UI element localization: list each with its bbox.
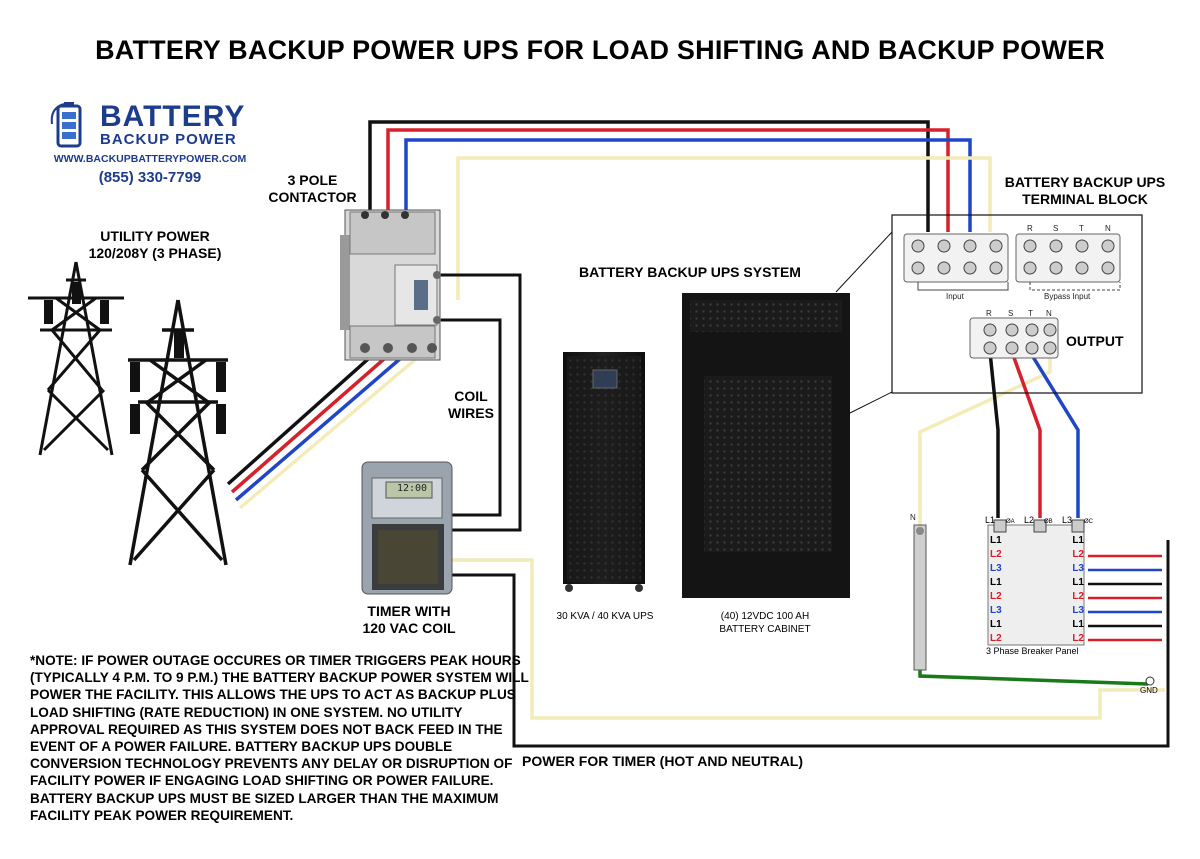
coil-label-2: WIRES — [448, 405, 494, 421]
neutral-label: N — [910, 513, 916, 522]
panel-l3: L3 — [1062, 515, 1073, 525]
terminal-label: BATTERY BACKUP UPS TERMINAL BLOCK — [990, 174, 1180, 208]
bypass-input-label: Bypass Input — [1044, 292, 1091, 301]
logo-url: WWW.BACKUPBATTERYPOWER.COM — [53, 153, 247, 165]
breaker-right: L3 — [1072, 563, 1084, 574]
contactor-to-ups-wires — [368, 120, 992, 300]
utility-tower-left — [28, 261, 124, 456]
timer-power-wires — [452, 540, 1170, 748]
ups-system-label: BATTERY BACKUP UPS SYSTEM — [579, 264, 801, 280]
timer-power-label: POWER FOR TIMER (HOT AND NEUTRAL) — [522, 753, 804, 769]
utility-label-1: UTILITY POWER — [100, 228, 210, 244]
coil-label: COIL WIRES — [436, 388, 506, 422]
breaker-row: L2 L2 — [990, 633, 1084, 647]
breaker-left: L2 — [990, 633, 1002, 644]
breaker-row: L1 L1 — [990, 577, 1084, 591]
timer-display: 12:00 — [396, 483, 428, 494]
breaker-left: L3 — [990, 563, 1002, 574]
ups-cabinet — [563, 352, 645, 592]
terminal-label-1: BATTERY BACKUP UPS — [1004, 174, 1166, 190]
timer-label-2: 120 VAC COIL — [362, 620, 456, 636]
breaker-row: L2 L2 — [990, 591, 1084, 605]
breaker-left: L1 — [990, 535, 1002, 546]
contactor-label-1: 3 POLE — [287, 172, 338, 188]
coil-wires — [440, 273, 522, 532]
ups-model-label: 30 KVA / 40 KVA UPS — [556, 611, 654, 622]
bypass-s: S — [1053, 224, 1059, 233]
breaker-right: L1 — [1072, 577, 1084, 588]
bypass-r: R — [1027, 224, 1033, 233]
breaker-right: L2 — [1072, 549, 1084, 560]
ground-lug — [1145, 676, 1155, 686]
panel-l1: L1 — [985, 515, 996, 525]
output-s: S — [1008, 309, 1014, 318]
panel-phase-a: ØA — [1006, 519, 1015, 525]
output-r: R — [986, 309, 992, 318]
timer-device — [361, 461, 453, 595]
bypass-t: T — [1079, 224, 1084, 233]
breaker-row: L3 L3 — [990, 563, 1084, 577]
breaker-right: L3 — [1072, 605, 1084, 616]
breaker-row: L1 L1 — [990, 535, 1084, 549]
battery-cabinet — [682, 293, 850, 598]
terminal-screws — [911, 239, 1115, 355]
battery-logo-icon — [50, 102, 90, 150]
utility-label-2: 120/208Y (3 PHASE) — [88, 245, 222, 261]
breaker-left: L3 — [990, 605, 1002, 616]
breaker-panel-label: 3 Phase Breaker Panel — [986, 646, 1079, 656]
terminal-label-2: TERMINAL BLOCK — [1022, 191, 1148, 207]
timer-label-1: TIMER WITH — [367, 603, 451, 619]
contactor-label-2: CONTACTOR — [268, 189, 357, 205]
contactor-body — [340, 209, 441, 361]
page-title: BATTERY BACKUP POWER UPS FOR LOAD SHIFTI… — [95, 35, 1105, 65]
battery-label-2: BATTERY CABINET — [719, 624, 811, 635]
utility-label: UTILITY POWER 120/208Y (3 PHASE) — [60, 228, 250, 262]
breaker-right: L2 — [1072, 633, 1084, 644]
breaker-left: L1 — [990, 619, 1002, 630]
output-wires — [988, 351, 1080, 518]
battery-label: (40) 12VDC 100 AH BATTERY CABINET — [690, 610, 840, 636]
logo-line1: BATTERY — [100, 100, 246, 133]
breaker-left: L1 — [990, 577, 1002, 588]
breaker-right: L1 — [1072, 619, 1084, 630]
breaker-row: L3 L3 — [990, 605, 1084, 619]
branch-circuit-wires — [1088, 554, 1162, 642]
panel-phase-b: ØB — [1044, 519, 1053, 525]
bypass-n: N — [1105, 224, 1111, 233]
ground-wire — [918, 668, 1149, 686]
panel-phase-c: ØC — [1084, 519, 1093, 525]
insulators — [44, 282, 226, 434]
breaker-left: L2 — [990, 591, 1002, 602]
neutral-bar — [913, 524, 927, 671]
breaker-right: L1 — [1072, 535, 1084, 546]
breaker-row: L1 L1 — [990, 619, 1084, 633]
output-label: OUTPUT — [1066, 333, 1124, 349]
utility-feed-wires — [226, 350, 426, 510]
battery-label-1: (40) 12VDC 100 AH — [720, 611, 810, 622]
logo-phone: (855) 330-7799 — [98, 169, 202, 186]
utility-tower-right — [128, 299, 228, 566]
contactor-label: 3 POLE CONTACTOR — [255, 172, 370, 206]
gnd-label: GND — [1140, 686, 1158, 695]
timer-label: TIMER WITH 120 VAC COIL — [344, 603, 474, 637]
output-t: T — [1028, 309, 1033, 318]
breaker-row: L2 L2 — [990, 549, 1084, 563]
system-note: *NOTE: IF POWER OUTAGE OCCURES OR TIMER … — [30, 653, 529, 823]
breaker-left: L2 — [990, 549, 1002, 560]
input-label: Input — [946, 292, 964, 301]
breaker-right: L2 — [1072, 591, 1084, 602]
terminal-callout-box — [891, 214, 1143, 394]
breaker-panel-frame — [987, 519, 1085, 646]
panel-l2: L2 — [1024, 515, 1035, 525]
logo-line2: BACKUP POWER — [100, 131, 237, 148]
output-n: N — [1046, 309, 1052, 318]
coil-label-1: COIL — [454, 388, 488, 404]
